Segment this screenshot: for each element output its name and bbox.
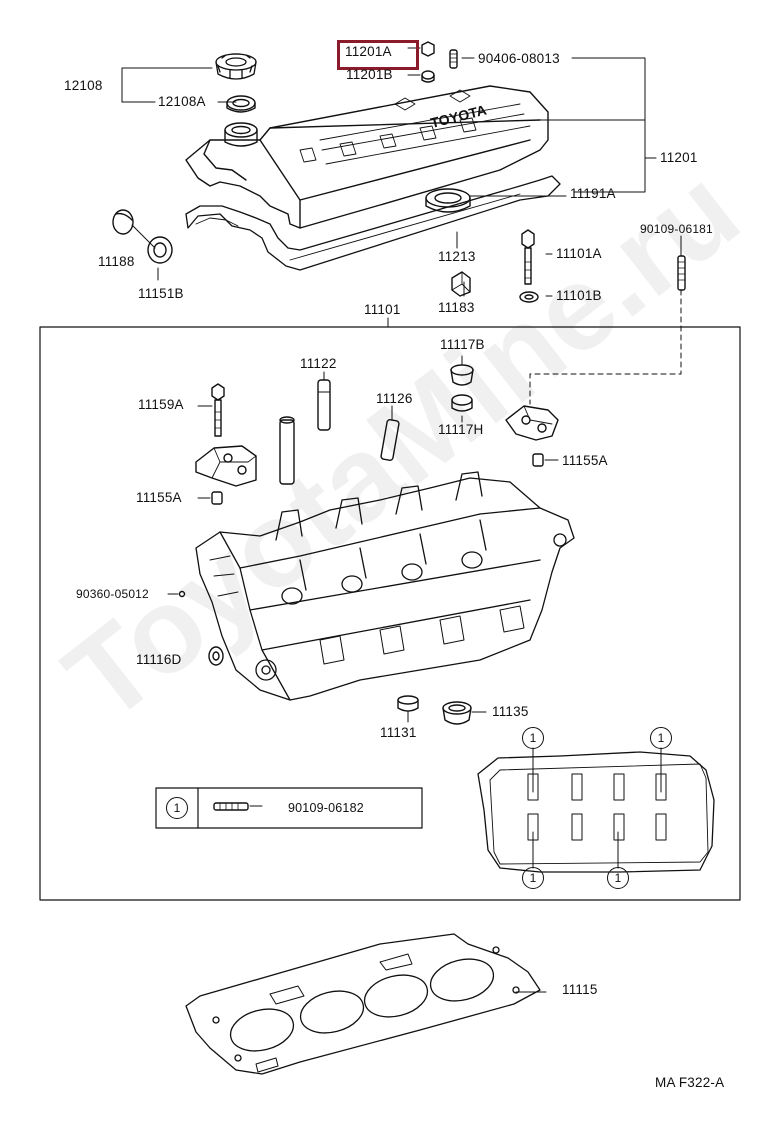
label-11122[interactable]: 11122	[300, 356, 337, 371]
label-11155a-left[interactable]: 11155A	[136, 490, 182, 505]
cover-nut-grommet	[421, 41, 435, 83]
label-11191a[interactable]: 11191A	[570, 186, 616, 201]
label-90109-06182[interactable]: 90109-06182	[288, 801, 364, 815]
label-11101a[interactable]: 11101A	[556, 246, 602, 261]
label-11115[interactable]: 11115	[562, 982, 598, 997]
label-90109-06181[interactable]: 90109-06181	[640, 222, 713, 236]
label-90406-08013[interactable]: 90406-08013	[478, 51, 560, 66]
tube-11117b	[450, 355, 474, 386]
head-bolt	[521, 229, 535, 285]
cover-gasket	[185, 175, 561, 271]
label-11126[interactable]: 11126	[376, 391, 413, 406]
cam-cap-bolt	[197, 383, 225, 437]
head-gasket	[185, 933, 547, 1075]
long-stud	[529, 255, 686, 405]
assembly-frame	[39, 326, 741, 901]
label-11188[interactable]: 11188	[98, 254, 135, 269]
label-11183[interactable]: 11183	[438, 300, 475, 315]
plug-11116d	[208, 646, 224, 666]
callout-bottom-mid: 1	[607, 867, 629, 889]
dowel-pin	[279, 416, 295, 485]
label-11117b[interactable]: 11117B	[440, 337, 485, 352]
head-bolt-washer	[519, 291, 539, 303]
cylinder-head	[195, 471, 575, 701]
label-11131[interactable]: 11131	[380, 725, 417, 740]
small-bracket	[451, 271, 471, 297]
label-11159a[interactable]: 11159A	[138, 397, 184, 412]
bracket-left	[195, 445, 257, 487]
label-11201[interactable]: 11201	[660, 150, 698, 165]
label-11151b[interactable]: 11151B	[138, 286, 184, 301]
valve-guide-11122	[317, 371, 331, 431]
label-11155a-right[interactable]: 11155A	[562, 453, 608, 468]
callout-legend: 1	[166, 797, 188, 819]
head-top-view	[477, 747, 715, 873]
valve-guide-11126	[380, 405, 400, 461]
callout-bottom-left: 1	[522, 867, 544, 889]
plug-tube-gasket	[425, 188, 471, 213]
callout-top-left: 1	[522, 727, 544, 749]
cap-gasket	[226, 95, 256, 113]
label-11116d[interactable]: 11116D	[136, 652, 182, 667]
label-11213[interactable]: 11213	[438, 249, 476, 264]
oil-filler-cap	[215, 53, 257, 80]
camshaft-seal	[147, 236, 173, 264]
highlight-box	[337, 40, 419, 70]
callout-top-right: 1	[650, 727, 672, 749]
label-11101[interactable]: 11101	[364, 302, 401, 317]
diagram-code: MA F322-A	[655, 1075, 725, 1090]
legend-stud	[213, 802, 263, 811]
label-90360-05012[interactable]: 90360-05012	[76, 587, 149, 601]
label-11117h[interactable]: 11117H	[438, 422, 484, 437]
label-12108a[interactable]: 12108A	[158, 94, 206, 109]
label-12108[interactable]: 12108	[64, 78, 103, 93]
seal-11135	[442, 701, 487, 725]
label-11135[interactable]: 11135	[492, 704, 529, 719]
insert-11131	[397, 695, 419, 723]
plug-11155a-right	[532, 453, 559, 467]
bracket-right	[505, 405, 559, 441]
cylinder-head-cover: TOYOTA	[185, 85, 549, 229]
plug-11155a-left	[197, 491, 223, 505]
tube-11117h	[451, 394, 473, 423]
label-11101b[interactable]: 11101B	[556, 288, 602, 303]
cam-plug	[112, 209, 134, 235]
legend-box	[155, 787, 423, 829]
svg-text:TOYOTA: TOYOTA	[429, 102, 488, 131]
label-11201a[interactable]: 11201A	[345, 44, 392, 59]
label-11201b[interactable]: 11201B	[346, 67, 393, 82]
cover-stud	[449, 49, 458, 69]
